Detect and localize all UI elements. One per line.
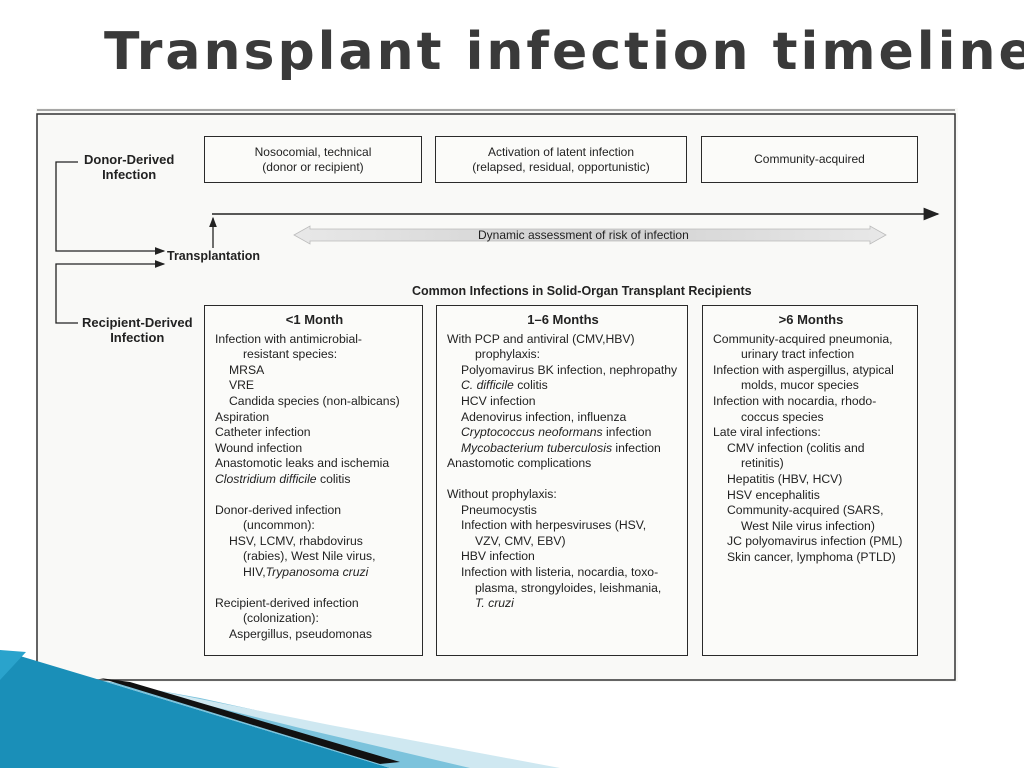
infection-item: molds, mucor species: [741, 378, 859, 393]
infection-item: Aspergillus, pseudomonas: [229, 626, 372, 641]
infection-item: Adenovirus infection, influenza: [461, 409, 627, 424]
infection-item: Community-acquired pneumonia,: [713, 331, 893, 346]
infection-item: Infection with aspergillus, atypical: [713, 362, 894, 377]
donor-derived-label: Donor-Derived Infection: [84, 152, 174, 182]
box-line: Community-acquired: [754, 152, 865, 166]
light-band: [100, 680, 520, 768]
infection-item: (colonization):: [243, 611, 319, 626]
infection-item: Infection with listeria, nocardia, toxo-: [461, 564, 659, 579]
infection-item: Mycobacterium tuberculosis infection: [461, 440, 661, 455]
infection-item: HBV infection: [461, 549, 535, 564]
infection-item: retinitis): [741, 456, 784, 471]
infection-item: Pneumocystis: [461, 502, 537, 517]
nosocomial-box: Nosocomial, technical (donor or recipien…: [204, 136, 422, 183]
infection-item: plasma, strongyloides, leishmania,: [475, 580, 662, 595]
column-lt-1-month: <1 Month Infection with antimicrobial-re…: [204, 305, 423, 656]
teal-band-edge: [0, 650, 26, 680]
infection-item: VRE: [229, 378, 255, 393]
box-line: Activation of latent infection: [487, 144, 635, 159]
community-acquired-box: Community-acquired: [701, 136, 918, 183]
label-line: Infection: [110, 330, 165, 345]
infection-item: C. difficile colitis: [461, 378, 548, 393]
infection-item: HCV infection: [461, 393, 536, 408]
infection-item: HIV,Trypanosoma cruzi: [243, 564, 369, 579]
infection-item: Recipient-derived infection: [215, 595, 359, 610]
infection-item: Infection with nocardia, rhodo-: [713, 393, 877, 408]
infection-item: Without prophylaxis:: [447, 486, 557, 501]
infection-item: VZV, CMV, EBV): [475, 533, 566, 548]
infection-item: Aspiration: [215, 409, 270, 424]
infection-item: (uncommon):: [243, 518, 315, 533]
infection-item: Anastomotic complications: [447, 456, 592, 471]
column-heading: 1–6 Months: [527, 312, 599, 327]
infection-item: Cryptococcus neoformans infection: [461, 425, 652, 440]
donor-connector: [55, 161, 166, 255]
recipient-connector: [55, 260, 166, 324]
item-spacer: [215, 581, 414, 596]
infection-item: Donor-derived infection: [215, 502, 342, 517]
infection-item: Infection with herpesviruses (HSV,: [461, 518, 647, 533]
infection-item: Clostridium difficile colitis: [215, 471, 351, 486]
infection-item: Candida species (non-albicans): [229, 393, 400, 408]
infection-item: Community-acquired (SARS,: [727, 503, 884, 518]
infection-item: Catheter infection: [215, 425, 311, 440]
box-line: (donor or recipient): [262, 159, 364, 174]
infection-item: Polyomavirus BK infection, nephropathy: [461, 362, 678, 377]
infection-item: HSV encephalitis: [727, 487, 820, 502]
slide-title: Transplant infection timeline: [104, 22, 1024, 82]
label-line: Recipient-Derived: [82, 315, 193, 330]
pale-band: [110, 681, 560, 768]
label-line: Infection: [102, 167, 157, 182]
column-1-6-months: 1–6 Months With PCP and antiviral (CMV,H…: [436, 305, 688, 656]
timeline-figure: Nosocomial, technical (donor or recipien…: [36, 108, 958, 682]
latent-infection-box: Activation of latent infection (relapsed…: [435, 136, 687, 183]
dynamic-assessment-label: Dynamic assessment of risk of infection: [478, 228, 689, 242]
dynamic-assessment-band: [293, 225, 887, 245]
box-line: Nosocomial, technical: [254, 144, 372, 159]
infection-item: coccus species: [741, 409, 824, 424]
dark-stripe: [100, 678, 400, 764]
common-infections-heading: Common Infections in Solid-Organ Transpl…: [412, 284, 752, 298]
item-spacer: [447, 472, 679, 487]
infection-item: Anastomotic leaks and ischemia: [215, 456, 390, 471]
column-gt-6-months: >6 Months Community-acquired pneumonia,u…: [702, 305, 918, 656]
infection-item: Infection with antimicrobial-: [215, 331, 362, 346]
infection-item: MRSA: [229, 362, 265, 377]
label-line: Donor-Derived: [84, 152, 175, 167]
item-spacer: [215, 488, 414, 503]
column-heading: <1 Month: [285, 312, 344, 327]
box-line: (relapsed, residual, opportunistic): [472, 159, 650, 174]
infection-item: resistant species:: [243, 347, 338, 362]
transplantation-label: Transplantation: [167, 249, 261, 263]
infection-item: With PCP and antiviral (CMV,HBV): [447, 331, 635, 346]
infection-item: CMV infection (colitis and: [727, 440, 865, 455]
infection-item: JC polyomavirus infection (PML): [727, 534, 903, 549]
infection-item: Skin cancer, lymphoma (PTLD): [727, 549, 896, 564]
infection-item: prophylaxis:: [475, 347, 541, 362]
infection-item: Hepatitis (HBV, HCV): [727, 471, 843, 486]
infection-item: (rabies), West Nile virus,: [243, 549, 376, 564]
recipient-derived-label: Recipient-Derived Infection: [82, 315, 193, 345]
infection-item: T. cruzi: [475, 596, 514, 611]
infection-item: urinary tract infection: [741, 347, 855, 362]
infection-item: West Nile virus infection): [741, 518, 875, 533]
infection-item: HSV, LCMV, rhabdovirus: [229, 533, 363, 548]
infection-item: Wound infection: [215, 440, 303, 455]
infection-item: Late viral infections:: [713, 425, 821, 440]
column-heading: >6 Months: [778, 312, 844, 327]
